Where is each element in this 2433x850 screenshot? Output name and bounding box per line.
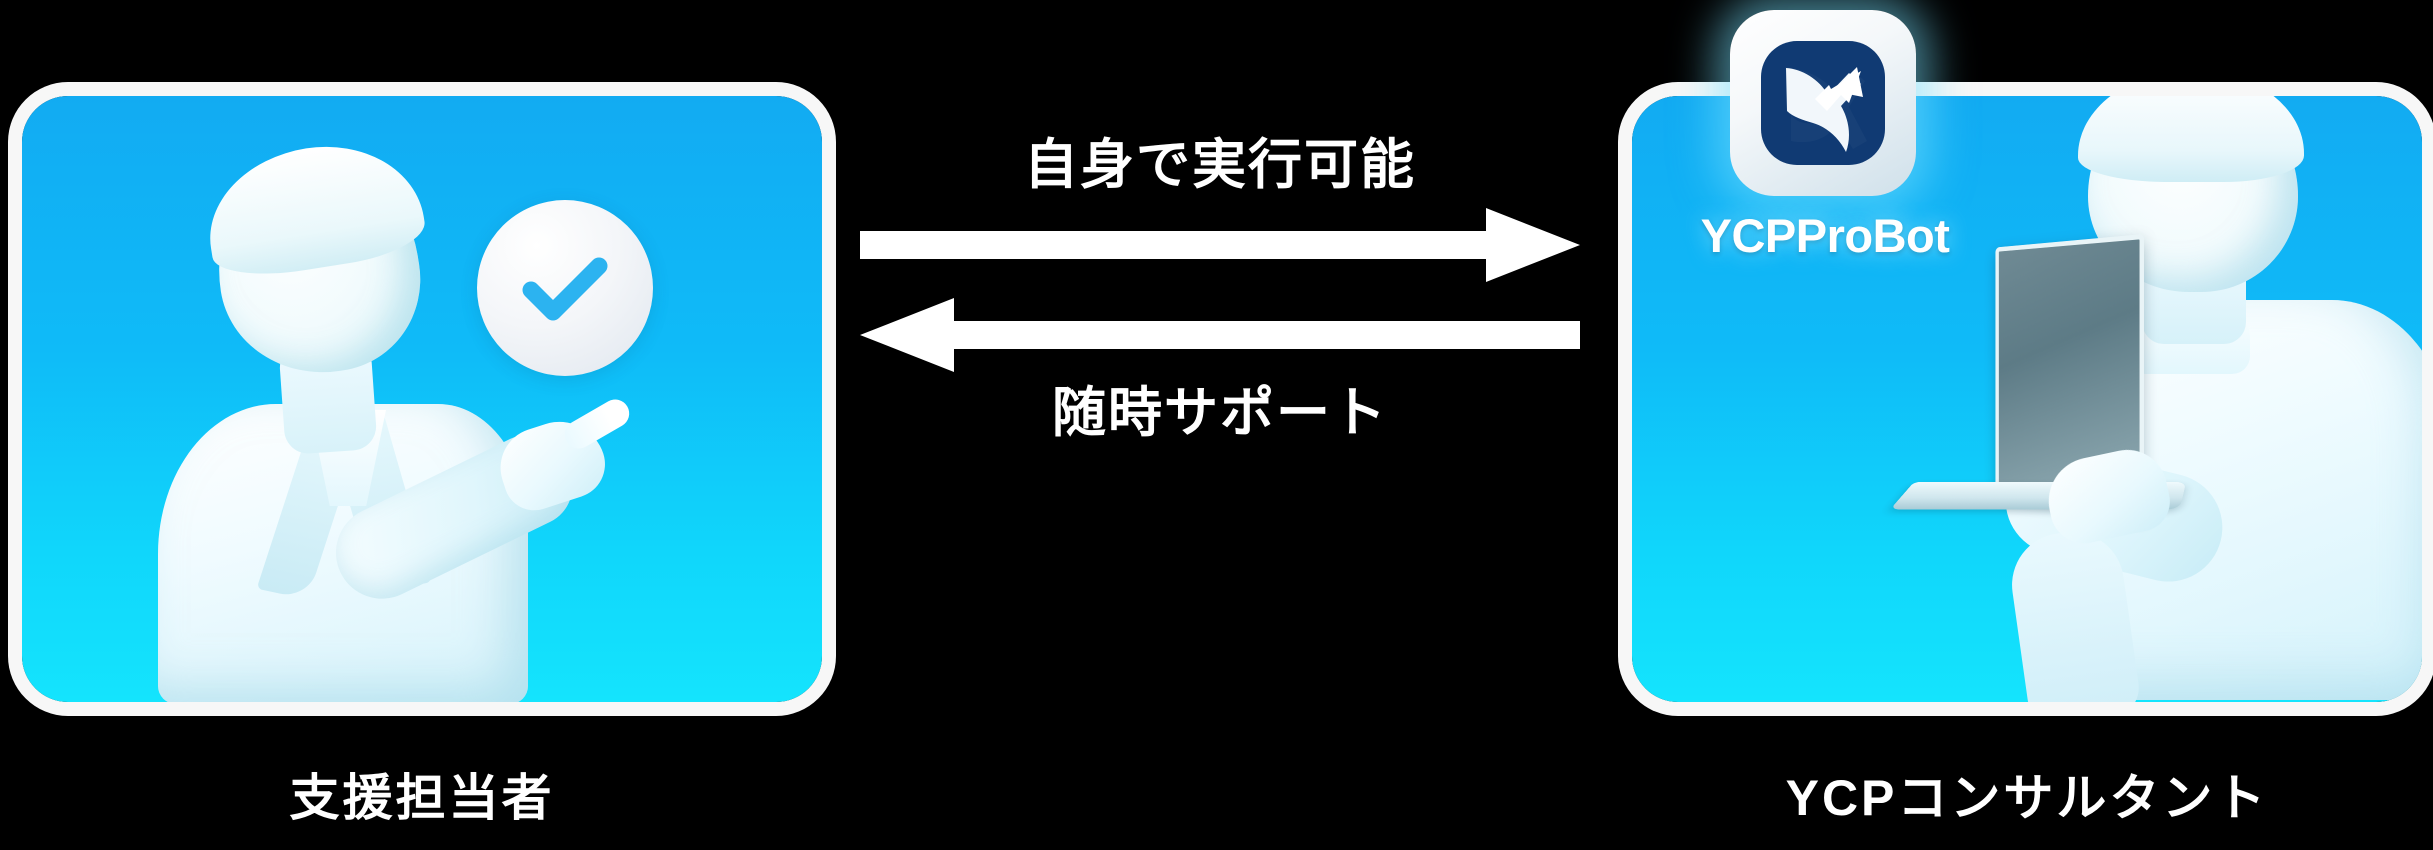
arrow-right-icon: [860, 208, 1580, 282]
right-card-caption: YCPコンサルタント: [1785, 770, 2269, 826]
backward-flow-label: 随時サポート: [1052, 383, 1388, 443]
brand-name-label: YCPProBot: [1700, 209, 1950, 262]
left-card-caption: 支援担当者: [289, 770, 555, 826]
person-hair: [2078, 96, 2304, 182]
right-card-artwork: [1632, 96, 2422, 702]
check-circle-icon: [477, 200, 653, 376]
left-card-artwork: [22, 96, 822, 702]
person-pointing-icon: [132, 131, 635, 702]
person-with-laptop-icon: [1890, 96, 2422, 702]
right-card: [1632, 96, 2422, 702]
left-card: [22, 96, 822, 702]
flow-arrows-group: 自身で実行可能 随時サポート: [860, 120, 1580, 620]
ycpprobot-app-icon: [1730, 10, 1916, 196]
arrow-left-icon: [860, 298, 1580, 372]
forward-flow-label: 自身で実行可能: [1024, 135, 1416, 195]
